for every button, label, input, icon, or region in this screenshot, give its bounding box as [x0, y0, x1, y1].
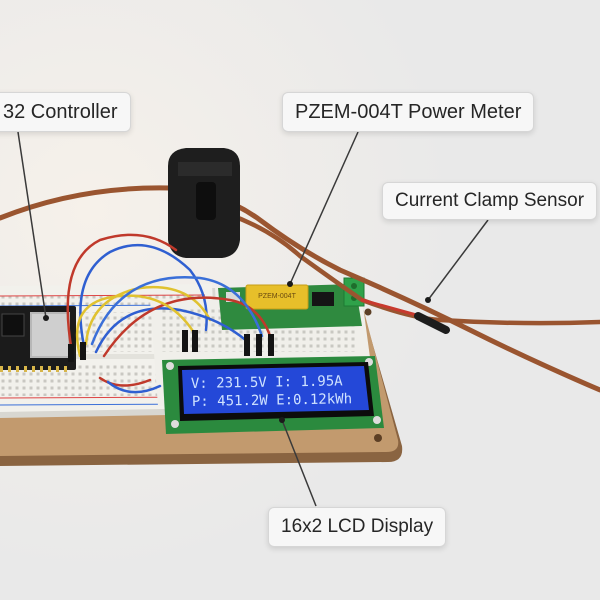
leader-lines — [17, 131, 489, 507]
jumper-wires — [66, 233, 274, 394]
current-clamp-sensor — [168, 148, 240, 258]
callout-controller: 32 Controller — [0, 92, 131, 132]
jumper-pin-headers — [68, 330, 274, 362]
callout-current-clamp: Current Clamp Sensor — [382, 182, 598, 220]
esp32-controller-board — [0, 306, 76, 372]
leader-dots — [43, 281, 431, 423]
leader-line-lcd — [281, 419, 317, 507]
leader-line-power-meter — [289, 131, 359, 285]
lcd-line-2: P: 451.2W E:0.12kWh — [192, 391, 352, 410]
pzem-chip-label: PZEM-004T — [258, 293, 296, 300]
leader-line-clamp — [427, 219, 489, 301]
leader-line-controller — [17, 131, 47, 319]
callout-power-meter: PZEM-004T Power Meter — [282, 92, 535, 132]
callout-lcd-display: 16x2 LCD Display — [268, 507, 447, 547]
lcd-line-1: V: 231.5V I: 1.95A — [191, 373, 344, 392]
lcd-module — [162, 356, 384, 434]
ac-cable — [0, 185, 600, 393]
